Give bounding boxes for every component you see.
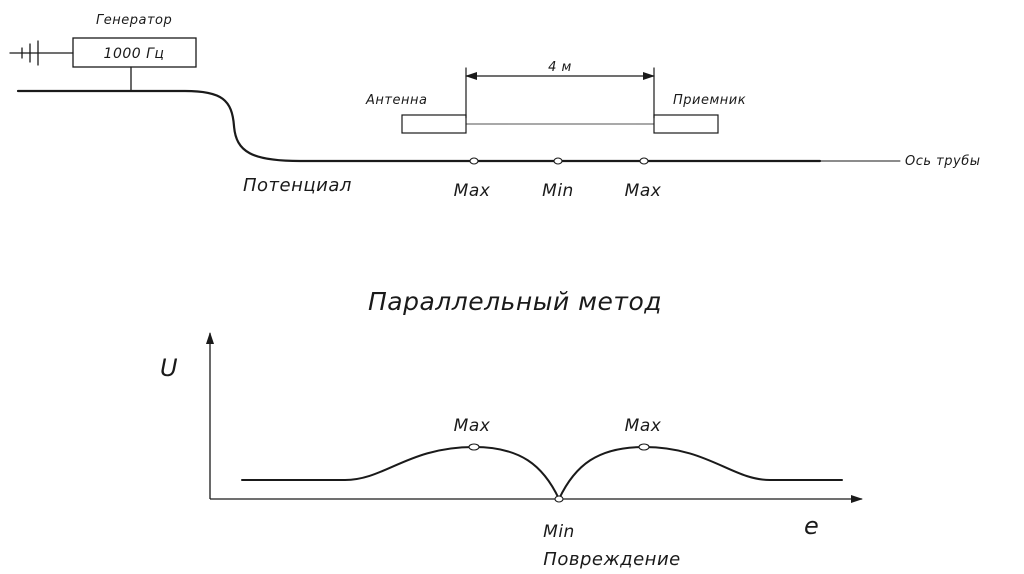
peak-label-right: Max <box>625 416 662 436</box>
generator-freq: 1000 Гц <box>104 46 165 62</box>
point-label-left: Max <box>454 181 491 201</box>
signal-curve <box>241 446 843 500</box>
point-marker-left <box>469 157 479 165</box>
peak-label-left: Max <box>454 416 491 436</box>
generator-box <box>72 37 197 68</box>
antenna-label: Антенна <box>365 93 427 108</box>
graph-title: Параллельный метод <box>368 287 662 316</box>
damage-label: Повреждение <box>543 549 680 570</box>
min-label: Min <box>543 522 575 542</box>
point-marker-right <box>639 157 649 165</box>
point-label-mid: Min <box>542 181 574 201</box>
peak-marker-right <box>638 443 650 451</box>
potential-curve <box>16 89 822 163</box>
ground-symbol <box>9 40 74 66</box>
y-axis-label: U <box>160 354 178 382</box>
antenna-box <box>401 114 467 134</box>
point-marker-mid <box>553 157 563 165</box>
min-marker <box>554 495 564 503</box>
receiver-box <box>653 114 719 134</box>
point-label-right: Max <box>625 181 662 201</box>
generator-label: Генератор <box>96 13 172 28</box>
receiver-label: Приемник <box>673 93 746 108</box>
distance-label: 4 м <box>548 60 572 75</box>
peak-marker-left <box>468 443 480 451</box>
potential-label: Потенциал <box>243 175 352 196</box>
x-axis-label: e <box>804 512 819 540</box>
pipe-axis-label: Ось трубы <box>905 154 980 169</box>
